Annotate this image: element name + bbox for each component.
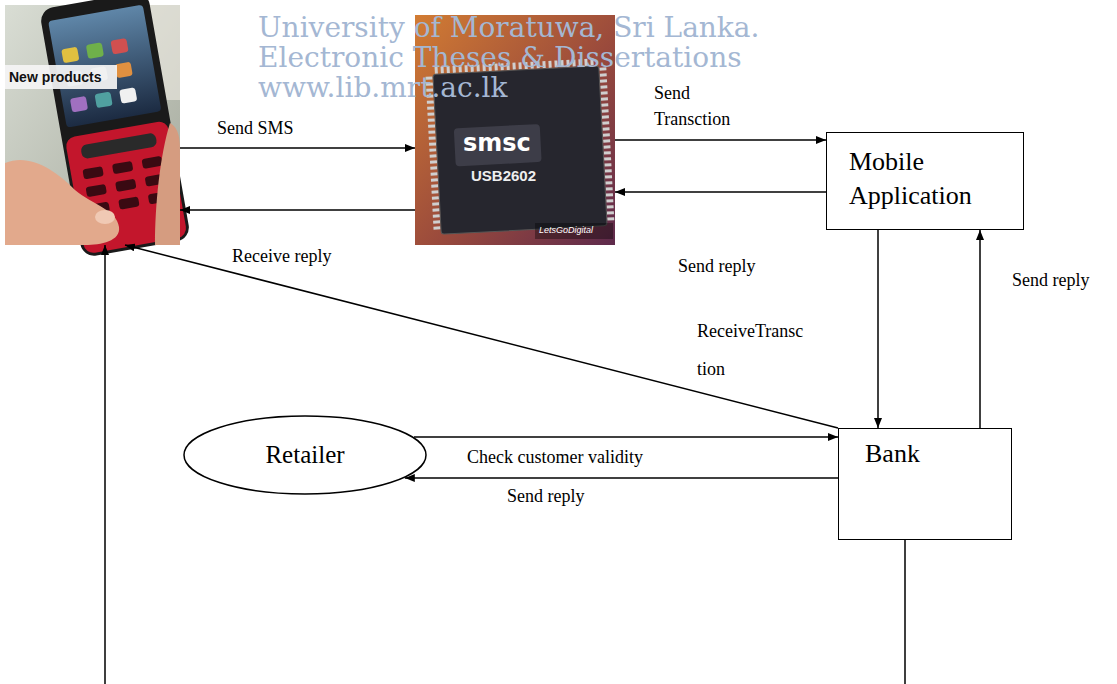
edge-label: Check customer validity <box>465 447 645 468</box>
edge-label: Send Transction <box>652 80 732 132</box>
flow-arrow <box>180 209 415 211</box>
edge-label: ReceiveTransc tion <box>695 312 805 388</box>
edge-label: Receive reply <box>230 246 333 267</box>
actor-ellipse: Retailer <box>183 415 427 495</box>
flow-arrow <box>405 477 838 479</box>
process-box: Bank <box>838 428 1012 540</box>
flow-arrow <box>125 245 838 428</box>
flow-arrow <box>414 436 838 438</box>
process-box: Mobile Application <box>826 132 1024 230</box>
edge-label: Send SMS <box>215 118 296 139</box>
node-label: Retailer <box>265 441 344 469</box>
edge-label: Send reply <box>676 256 757 277</box>
flow-arrow <box>180 147 415 149</box>
node-label: LetsGoDigital <box>539 225 593 235</box>
phone-picture: New products <box>5 5 180 245</box>
flow-arrow <box>615 139 826 141</box>
flow-arrow <box>877 230 879 428</box>
smsc-chip-picture: smscUSB2602LetsGoDigital <box>415 15 615 245</box>
node-label: New products <box>9 69 102 85</box>
edge-label: Send reply <box>505 486 586 507</box>
node-label: smsc <box>463 129 531 157</box>
flow-arrow <box>615 191 826 193</box>
node-label: Mobile Application <box>849 145 1001 213</box>
node-label: Bank <box>865 437 920 471</box>
edge-label: Send reply <box>1010 270 1091 291</box>
phone-picture <box>5 0 191 258</box>
flow-arrow <box>105 245 905 684</box>
watermark-text: www.lib.mrt.ac.lk <box>258 74 508 102</box>
node-label: USB2602 <box>471 167 536 184</box>
flow-arrow <box>979 230 981 428</box>
watermark-text: University of Moratuwa, Sri Lanka. <box>258 14 759 42</box>
watermark-text: Electronic Theses & Dissertations <box>258 44 742 72</box>
